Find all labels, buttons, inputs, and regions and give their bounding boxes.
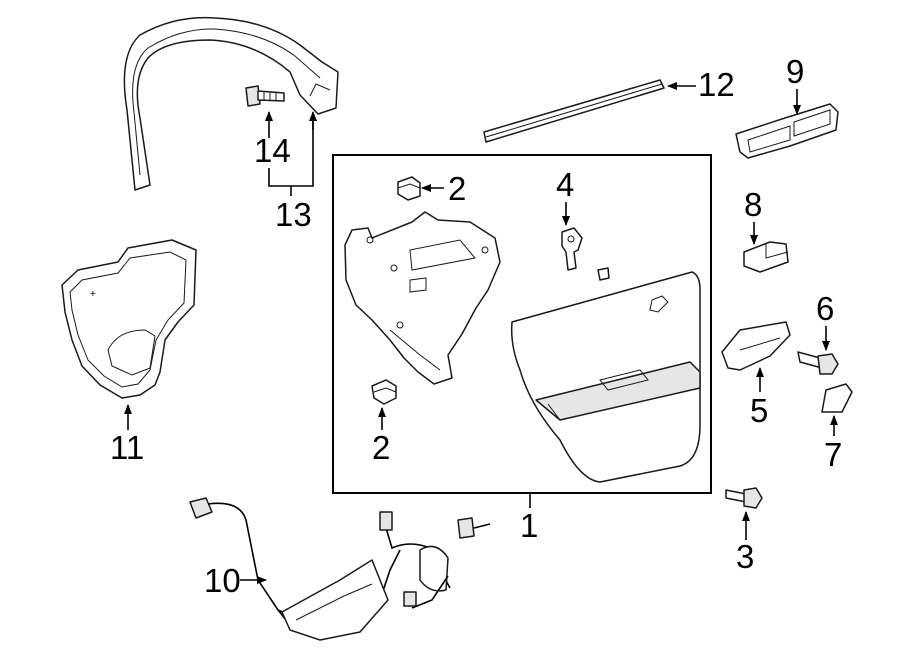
- callout-3: 3: [736, 538, 754, 575]
- part-4-bracket: [561, 227, 583, 271]
- callout-1: 1: [520, 507, 538, 544]
- part-1-small-clip: [597, 267, 610, 281]
- part-2-clip-upper: [397, 176, 421, 201]
- callout-5: 5: [750, 392, 768, 429]
- part-6-screw: [797, 351, 839, 375]
- callout-4: 4: [556, 166, 574, 203]
- callout-10: 10: [204, 562, 241, 599]
- part-9-switch-bezel: [735, 103, 839, 159]
- part-13-frame-weatherstrip: [123, 16, 339, 191]
- part-12-belt-molding: [483, 79, 665, 143]
- callout-2-upper: 2: [448, 170, 466, 207]
- callout-13: 13: [275, 196, 312, 233]
- part-1-assembly-frame: [332, 154, 712, 494]
- callout-11: 11: [110, 429, 144, 466]
- callout-7: 7: [824, 436, 842, 473]
- callout-8: 8: [744, 186, 762, 223]
- callout-14: 14: [254, 132, 291, 169]
- part-1-door-trim-panel: [510, 271, 701, 483]
- part-14-bolt: [245, 85, 285, 107]
- part-10-wiring-harness: [189, 497, 491, 641]
- part-7-cover: [821, 383, 853, 413]
- callout-9: 9: [786, 53, 804, 90]
- part-3-bolt: [725, 487, 763, 509]
- part-2-clip-lower: [371, 379, 397, 405]
- callout-6: 6: [816, 290, 834, 327]
- part-1-inner-bracket: [344, 211, 501, 385]
- callout-2-lower: 2: [372, 429, 390, 466]
- callout-12: 12: [698, 66, 735, 103]
- part-5-inside-handle: [721, 321, 791, 371]
- part-11-water-deflector: +: [61, 239, 197, 399]
- svg-text:+: +: [90, 289, 96, 300]
- part-8-switch: [743, 241, 789, 273]
